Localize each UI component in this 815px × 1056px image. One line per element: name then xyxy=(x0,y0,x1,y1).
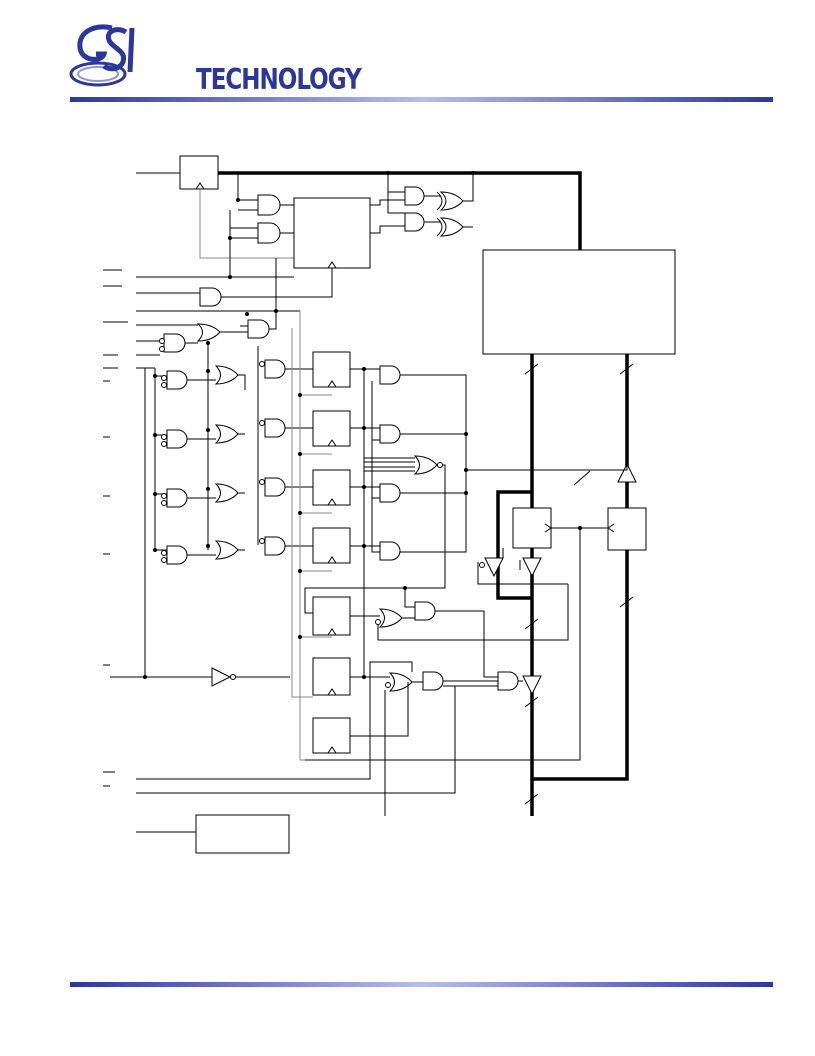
output-register-box xyxy=(607,507,647,551)
header-rule xyxy=(70,97,773,102)
gsi-technology-logo: TECHNOLOGY xyxy=(68,22,362,97)
burst-counter-registers xyxy=(291,311,351,761)
input-stage-column xyxy=(144,359,313,677)
address-register-box xyxy=(293,197,371,269)
memory-array-box xyxy=(482,249,676,355)
footer-rule xyxy=(70,982,773,987)
input-register-box xyxy=(512,507,552,549)
logo-wordmark: TECHNOLOGY xyxy=(196,64,362,97)
power-down-block xyxy=(195,814,290,854)
gsi-monogram-icon xyxy=(69,24,135,87)
